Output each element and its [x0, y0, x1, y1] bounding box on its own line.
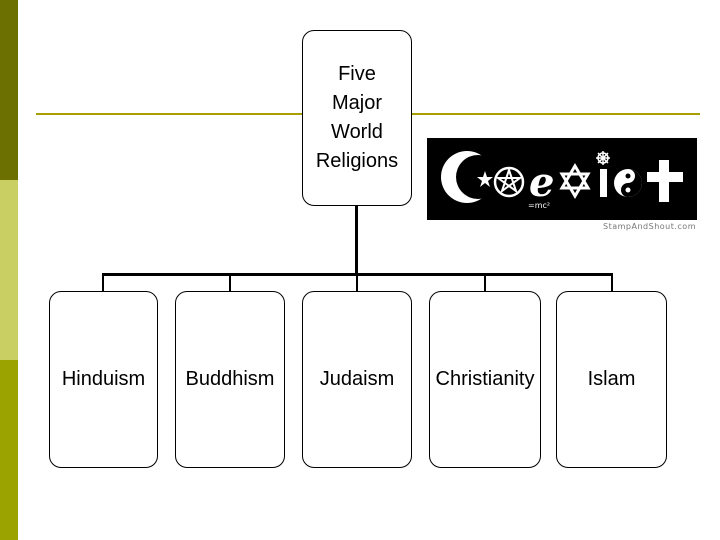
crescent-star-icon	[441, 151, 500, 203]
sidebar-stripe-middle	[0, 180, 18, 360]
sidebar-stripe-top	[0, 0, 18, 180]
branch-connector-1	[102, 273, 104, 291]
child-node-christianity: Christianity	[429, 291, 541, 468]
branch-connector-5	[611, 273, 613, 291]
yin-yang-icon	[614, 169, 642, 197]
child-node-label: Buddhism	[185, 368, 275, 390]
star-of-david-icon	[559, 163, 591, 199]
child-node-islam: Islam	[556, 291, 667, 468]
einstein-e-icon: e =mc²	[528, 159, 554, 210]
branch-connector-3	[356, 273, 358, 291]
coexist-logo: e =mc²	[427, 138, 697, 220]
logo-subtext: =mc²	[528, 201, 550, 210]
child-node-judaism: Judaism	[302, 291, 412, 468]
logo-credit: StampAndShout.com	[603, 222, 696, 231]
svg-text:e: e	[529, 159, 554, 206]
pentagram-icon	[493, 166, 525, 198]
child-node-hinduism: Hinduism	[49, 291, 158, 468]
root-connector	[355, 206, 358, 274]
child-node-label: Judaism	[319, 368, 395, 390]
child-node-label: Christianity	[435, 368, 535, 390]
child-node-label: Hinduism	[61, 368, 146, 390]
child-node-buddhism: Buddhism	[175, 291, 285, 468]
dharma-wheel-icon	[596, 151, 610, 165]
sidebar-stripe-bottom	[0, 360, 18, 540]
branch-connector-2	[229, 273, 231, 291]
branch-connector-4	[484, 273, 486, 291]
cross-icon	[647, 160, 683, 202]
root-node-label: Five Major World Religions	[315, 63, 399, 172]
child-node-label: Islam	[587, 368, 636, 390]
root-node: Five Major World Religions	[302, 30, 412, 206]
